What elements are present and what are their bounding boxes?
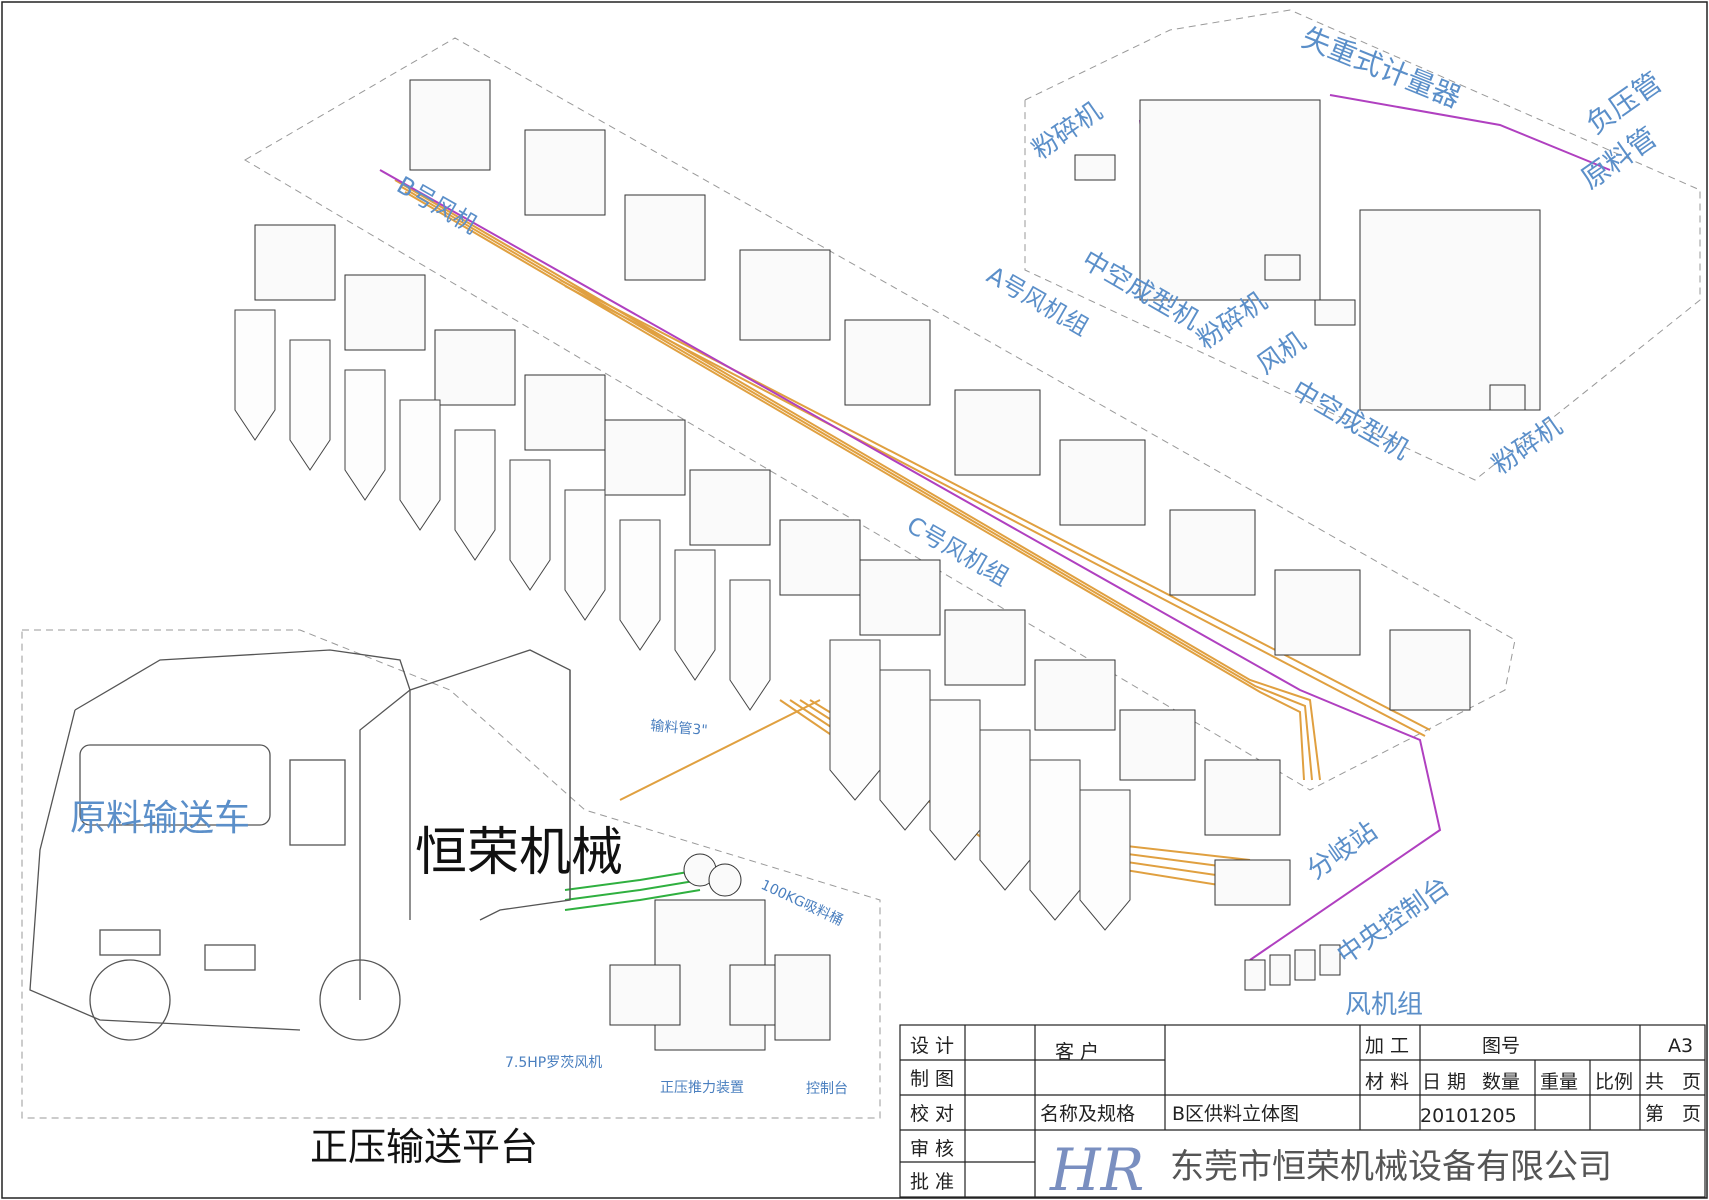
machine-row-middle (254, 224, 1281, 836)
tb-weight: 重量 (1540, 1071, 1578, 1093)
manifold-station (1214, 859, 1291, 906)
tb-quantity: 数量 (1482, 1071, 1520, 1093)
label-truck-brand: 恒荣机械 (415, 823, 623, 883)
label-control-console: 控制台 (806, 1081, 848, 1097)
label-platform-title: 正压输送平台 (310, 1125, 538, 1169)
tb-check: 校 对 (910, 1103, 954, 1125)
tb-size: A3 (1668, 1035, 1693, 1057)
tb-drawing: 制 图 (910, 1068, 954, 1090)
tb-material: 材 料 (1365, 1071, 1409, 1093)
label-negative-pressure-pipe: 负压管 (1580, 66, 1668, 141)
tb-process: 加 工 (1365, 1035, 1409, 1057)
zone-outlines (21, 9, 1701, 1119)
tb-design: 设 计 (910, 1035, 954, 1057)
label-hopper-100kg: 100KG吸料桶 (758, 877, 845, 929)
tb-company: 东莞市恒荣机械设备有限公司 (1170, 1147, 1612, 1187)
tb-sheet-page: 页 (1682, 1103, 1701, 1125)
zone-a-equipment (1074, 99, 1541, 411)
label-fan-group-b: B号风机 (392, 171, 483, 239)
tb-drawing-no: 图号 (1482, 1035, 1520, 1057)
label-loss-in-weight: 失重式计量器 (1297, 21, 1465, 115)
fan-group-units (1244, 944, 1341, 991)
tb-scale: 比例 (1595, 1071, 1633, 1093)
title-block: 设 计 制 图 校 对 审 核 批 准 客 户 名称及规格 B区供料立体图 加 … (910, 1035, 1701, 1200)
label-manifold-station: 分岐站 (1302, 816, 1383, 885)
machine-row-top (409, 79, 1471, 711)
label-truck-title: 原料输送车 (70, 798, 250, 839)
green-pipes (564, 869, 701, 911)
tb-total: 共 (1645, 1071, 1664, 1093)
label-roots-blower: 7.5HP罗茨风机 (505, 1055, 602, 1071)
label-push-device: 正压推力装置 (660, 1080, 744, 1096)
label-central-control: 中央控制台 (1332, 872, 1456, 971)
label-fan-group: 风机组 (1345, 990, 1423, 1020)
tb-page: 页 (1682, 1071, 1701, 1093)
label-crusher-3: 粉碎机 (1487, 411, 1568, 480)
tb-date-value: 20101205 (1420, 1105, 1517, 1127)
silo-row-2 (829, 639, 1131, 931)
tb-logo: HR (1049, 1136, 1144, 1200)
positive-pressure-platform (609, 853, 831, 1051)
tb-drawing-name: B区供料立体图 (1172, 1103, 1299, 1125)
tb-customer: 客 户 (1055, 1041, 1099, 1063)
tb-sheet: 第 (1645, 1103, 1664, 1125)
silo-row-1 (234, 309, 771, 711)
truck-drawing (29, 649, 571, 1041)
label-fan-group-a: A号风机组 (982, 261, 1093, 341)
title-block-frame (899, 1024, 1706, 1198)
label-raw-material-pipe: 原料管 (1575, 121, 1663, 196)
tb-date-label: 日 期 (1422, 1071, 1466, 1093)
tb-approve: 批 准 (910, 1171, 954, 1193)
label-fan-1: 风机 (1252, 326, 1312, 380)
tb-review: 审 核 (910, 1138, 954, 1160)
label-conveying-pipe: 输料管3" (650, 718, 709, 739)
tb-name-spec: 名称及规格 (1040, 1103, 1135, 1125)
